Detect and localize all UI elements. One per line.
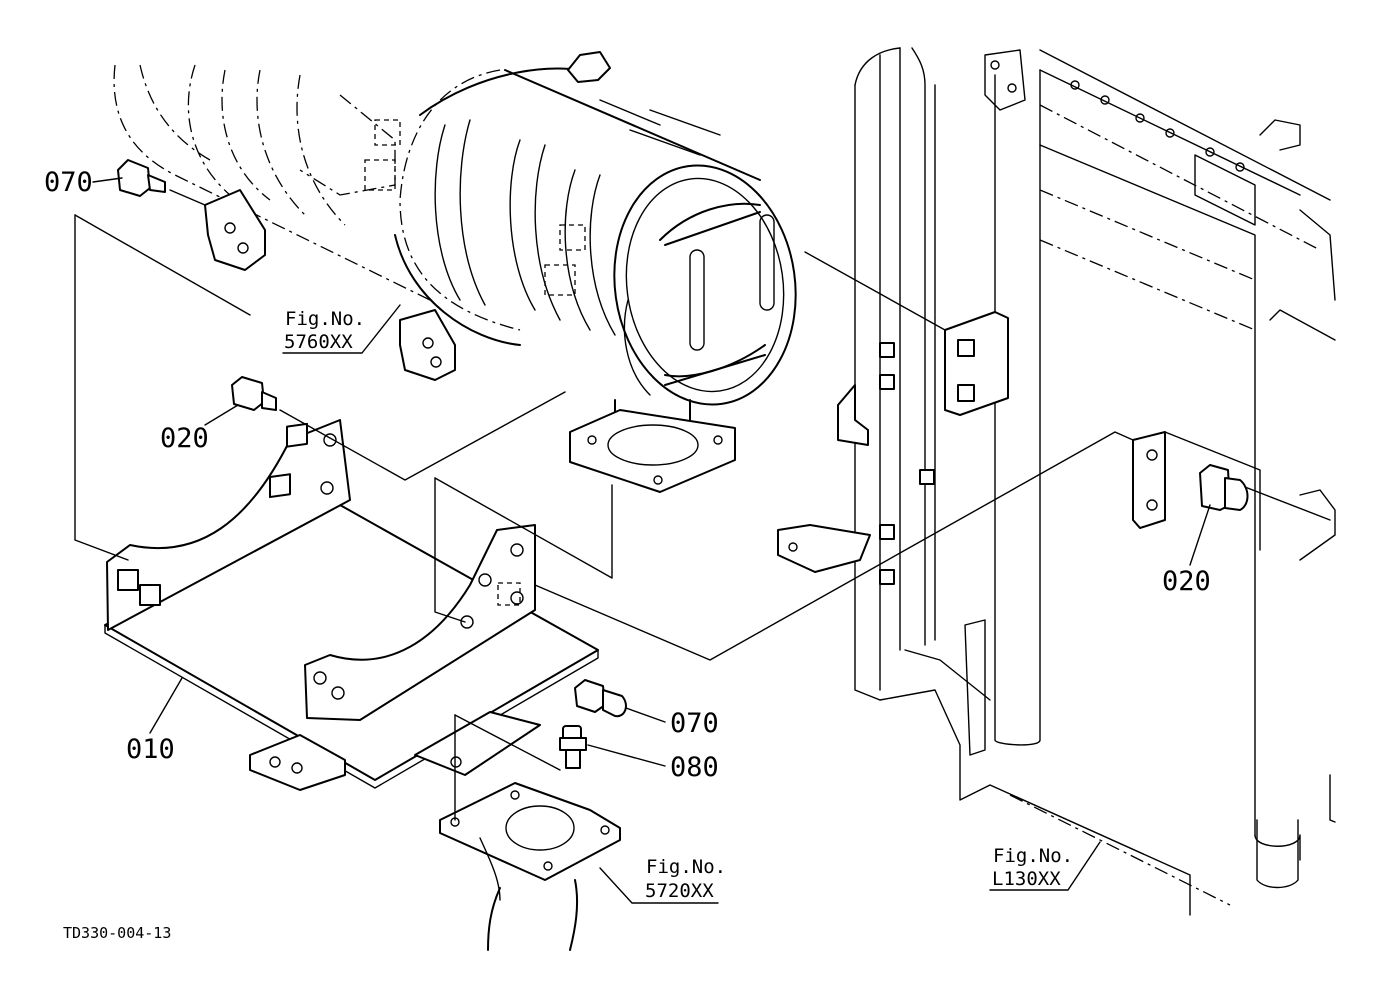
callout-label: 020 <box>1162 566 1211 597</box>
fig-ref-number: 5720XX <box>645 880 714 902</box>
bolt-020-right <box>1199 464 1249 511</box>
callout-label: 080 <box>670 752 719 783</box>
fig-ref-number: L130XX <box>992 868 1061 890</box>
fig-ref-label: Fig.No. <box>993 845 1073 867</box>
muffler-assembly <box>113 51 797 493</box>
bolt-020-left <box>231 376 277 411</box>
callout-label: 010 <box>126 734 175 765</box>
bolt-070-bottom <box>574 679 627 718</box>
callout-020-right: 020 <box>1162 504 1211 597</box>
fig-ref-label: Fig.No. <box>646 856 726 878</box>
callout-070-top: 070 <box>44 167 123 198</box>
bolt-070-top <box>117 159 166 197</box>
bracket-010 <box>104 419 599 791</box>
fig-ref-label: Fig.No. <box>285 308 365 330</box>
callout-070-bottom: 070 <box>625 707 719 739</box>
callout-label: 020 <box>160 423 209 454</box>
alignment-lines <box>74 189 1331 821</box>
callout-020-left: 020 <box>160 404 239 454</box>
callout-010: 010 <box>126 677 183 765</box>
callout-label: 070 <box>44 167 93 198</box>
bolt-080 <box>559 725 587 769</box>
exhaust-flange <box>439 782 621 951</box>
fig-ref-5760xx: Fig.No. 5760XX <box>282 304 401 354</box>
frame-structure <box>777 47 1336 916</box>
drawing-code: TD330-004-13 <box>63 924 171 942</box>
callout-080: 080 <box>587 744 719 783</box>
callout-label: 070 <box>670 708 719 739</box>
fig-ref-5720xx: Fig.No. 5720XX <box>599 856 726 904</box>
fig-ref-number: 5760XX <box>284 331 353 353</box>
fig-ref-l130xx: Fig.No. L130XX <box>989 841 1101 891</box>
